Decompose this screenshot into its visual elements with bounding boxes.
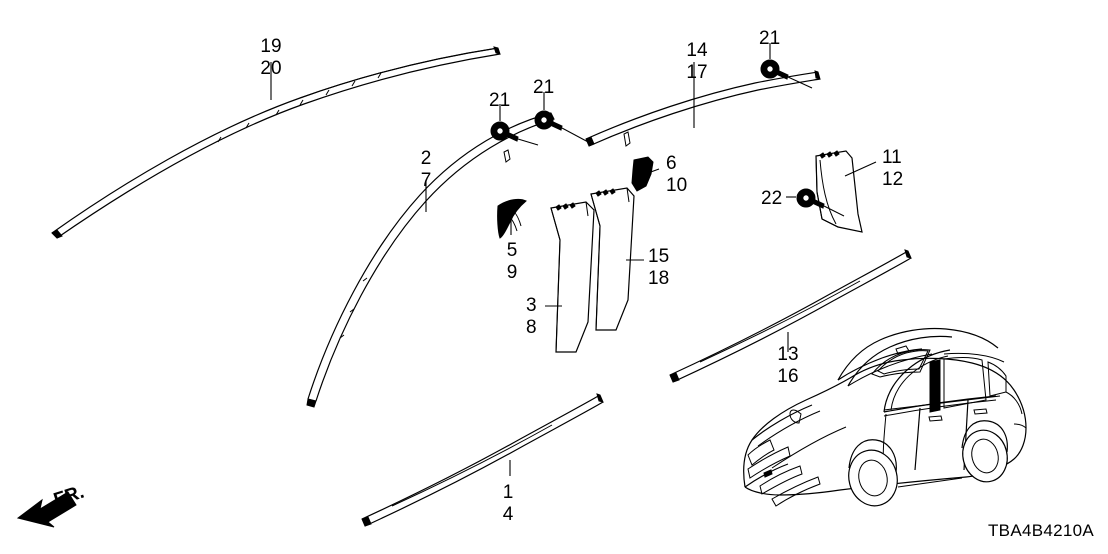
callout-6-10-line2: 10 [666,175,688,196]
callout-13-16-line2: 16 [777,366,799,387]
clip-21-b [534,92,591,144]
callout-5-9-line1: 5 [506,240,518,261]
callout-14-17-line1: 14 [686,40,708,61]
clip-21-a [490,104,539,146]
part-c-pillar-garnish [815,150,877,233]
callout-22: 22 [761,188,783,209]
callout-11-12-line2: 12 [882,169,904,190]
callout-1-4-line2: 4 [502,504,514,525]
diagram-code: TBA4B4210A [988,521,1095,540]
vehicle-illustration [743,327,1027,507]
callout-6-10-line1: 6 [666,153,677,174]
front-direction-arrow [16,491,77,528]
part-rear-roof-molding [585,62,821,147]
part-small-corner-trim [497,198,527,239]
callout-19-20: 19 20 [258,36,284,80]
callout-3-8-line2: 8 [526,317,537,338]
callout-6-10: 6 10 [666,153,692,197]
callout-2-7-line2: 7 [420,170,432,191]
callout-13-16: 13 16 [775,344,801,388]
callout-13-16-line1: 13 [777,344,799,365]
callout-3-8-line1: 3 [526,295,537,316]
callout-11-12-line1: 11 [882,147,902,168]
part-roof-molding-long [51,46,501,239]
callout-2-7-line1: 2 [420,148,432,169]
callout-21-b: 21 [533,77,555,98]
callout-15-18: 15 18 [648,246,674,290]
part-b-pillar-trim-front [545,201,595,353]
callout-21-a: 21 [489,90,511,111]
callout-15-18-line1: 15 [648,246,670,267]
callout-19-20-line1: 19 [260,36,282,57]
part-rear-door-belt-molding [669,249,912,383]
callout-19-20-line2: 20 [260,58,282,79]
part-corner-bracket [631,156,660,192]
callout-11-12: 11 12 [882,147,908,191]
callout-15-18-line2: 18 [648,268,670,289]
callout-5-9-line2: 9 [506,262,518,283]
clip-21-c [760,43,813,89]
callout-5-9: 5 9 [504,240,520,284]
callout-3-8: 3 8 [526,295,542,339]
callout-1-4: 1 4 [500,482,516,526]
callout-14-17-line2: 17 [686,62,708,83]
clip-22 [786,188,845,217]
part-front-door-belt-molding [361,393,604,527]
callout-2-7: 2 7 [418,148,434,192]
callout-21-c: 21 [759,28,781,49]
callout-1-4-line1: 1 [502,482,514,503]
callout-14-17: 14 17 [684,40,710,84]
part-b-pillar-trim-rear [590,187,644,331]
